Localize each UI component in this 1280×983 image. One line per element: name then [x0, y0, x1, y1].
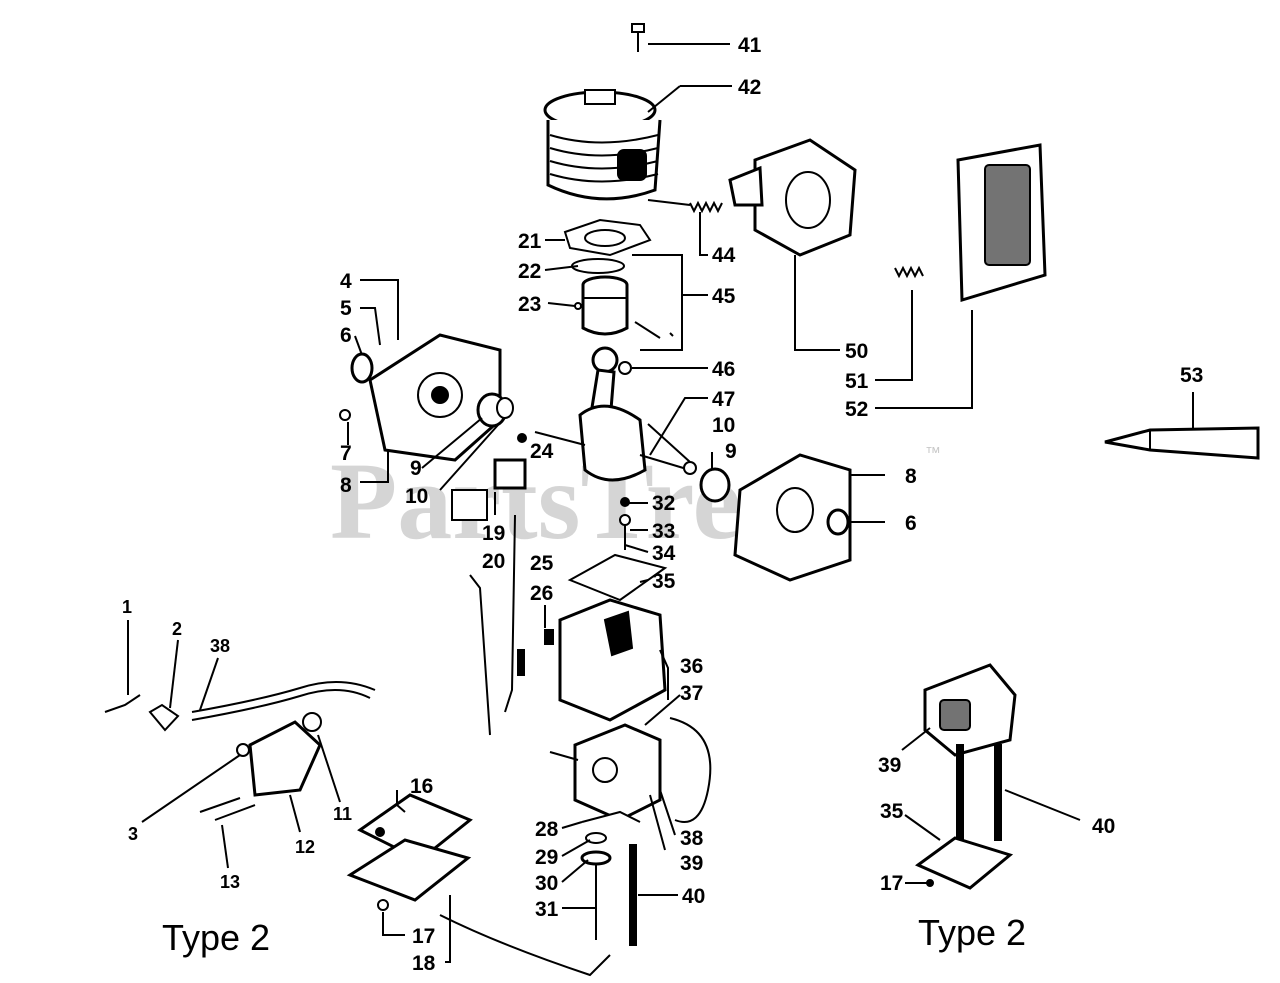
part-9-bearing-right — [699, 467, 731, 503]
callout-12: 12 — [295, 837, 315, 857]
part-47-crankshaft — [534, 346, 691, 482]
callout-31: 31 — [535, 898, 559, 921]
callout-11: 11 — [333, 804, 352, 824]
callout-42: 42 — [738, 76, 761, 99]
callout-7: 7 — [340, 442, 352, 465]
callout-37: 37 — [680, 682, 703, 705]
part-28-31-stack — [580, 810, 641, 940]
callout-53: 53 — [1180, 364, 1203, 387]
part-39-carburetor — [549, 723, 662, 822]
callout-5: 5 — [340, 297, 352, 320]
callout-8-left: 8 — [340, 474, 352, 497]
callout-19: 19 — [482, 522, 505, 545]
part-44-spring — [647, 199, 723, 214]
part-17-screw — [377, 899, 389, 911]
callout-47: 47 — [712, 388, 735, 411]
part-6-seal-right — [826, 508, 850, 536]
part-26-reed — [517, 629, 554, 676]
callout-9-right: 9 — [725, 440, 737, 463]
part-type2-right-assembly — [915, 663, 1017, 890]
part-42-cylinder — [543, 89, 662, 201]
callout-33: 33 — [652, 520, 675, 543]
callout-44: 44 — [712, 244, 736, 267]
callout-labels: 41 42 44 21 22 23 45 46 47 50 51 52 53 4… — [122, 34, 1203, 975]
callout-4: 4 — [340, 270, 352, 293]
part-41-screw — [631, 23, 645, 52]
part-50-muffler — [728, 138, 857, 257]
part-20-25-rods — [469, 514, 516, 736]
callout-23: 23 — [518, 293, 541, 316]
callout-35-type2: 35 — [880, 800, 904, 823]
callout-40: 40 — [682, 885, 705, 908]
part-9-bearing-left — [476, 392, 514, 428]
callout-9-left: 9 — [410, 457, 422, 480]
callout-6-right: 6 — [905, 512, 917, 535]
part-46-bearing — [618, 361, 632, 375]
part-40-bolt — [629, 844, 637, 946]
watermark-trademark: ™ — [925, 445, 941, 462]
callout-22: 22 — [518, 260, 541, 283]
callout-16: 16 — [410, 775, 433, 798]
callout-25: 25 — [530, 552, 554, 575]
callout-17: 17 — [412, 925, 435, 948]
callout-30: 30 — [535, 872, 558, 895]
callout-28: 28 — [535, 818, 559, 841]
part-type2-left-assembly — [104, 680, 376, 821]
callout-26: 26 — [530, 582, 553, 605]
leader-lines — [127, 43, 1194, 963]
callout-45: 45 — [712, 285, 736, 308]
part-35-gasket — [567, 553, 668, 602]
part-10-washer-right — [683, 461, 697, 475]
callout-41: 41 — [738, 34, 762, 57]
callout-38: 38 — [680, 827, 704, 850]
part-38-fuel-line — [669, 717, 712, 823]
callout-3: 3 — [128, 824, 138, 844]
type-label-left: Type 2 — [162, 917, 270, 958]
callout-34: 34 — [652, 542, 676, 565]
part-16-18-gaskets — [346, 793, 611, 977]
callout-50: 50 — [845, 340, 868, 363]
callout-32: 32 — [652, 492, 675, 515]
type-label-right: Type 2 — [918, 912, 1026, 953]
callout-36: 36 — [680, 655, 703, 678]
part-53-tube — [1104, 426, 1260, 460]
callout-24: 24 — [530, 440, 554, 463]
part-6-seal-left — [350, 352, 374, 384]
part-crankcase-right — [733, 453, 852, 582]
part-52-muffler-cover — [956, 143, 1047, 303]
callout-39-type2: 39 — [878, 754, 901, 777]
part-7-screw — [339, 409, 351, 421]
callout-6-left: 6 — [340, 324, 352, 347]
part-23-piston — [574, 275, 674, 339]
callout-2: 2 — [172, 619, 182, 639]
callout-46: 46 — [712, 358, 735, 381]
part-19-filter — [451, 458, 527, 521]
callout-8-right: 8 — [905, 465, 917, 488]
part-36-intake — [558, 598, 667, 722]
callout-21: 21 — [518, 230, 542, 253]
callout-1: 1 — [122, 597, 132, 617]
callout-10-right: 10 — [712, 414, 735, 437]
part-22-ring — [571, 258, 625, 274]
callout-52: 52 — [845, 398, 868, 421]
callout-35: 35 — [652, 570, 676, 593]
callout-10-left: 10 — [405, 485, 428, 508]
callout-13: 13 — [220, 872, 240, 892]
callout-38-type2: 38 — [210, 636, 230, 656]
callout-39: 39 — [680, 852, 703, 875]
callout-18: 18 — [412, 952, 436, 975]
part-21-gasket — [563, 218, 652, 257]
callout-29: 29 — [535, 846, 558, 869]
part-51-spring — [894, 265, 924, 279]
part-24-pin — [517, 433, 527, 443]
callout-40-type2: 40 — [1092, 815, 1115, 838]
callout-17-type2: 17 — [880, 872, 903, 895]
callout-51: 51 — [845, 370, 869, 393]
callout-20: 20 — [482, 550, 505, 573]
